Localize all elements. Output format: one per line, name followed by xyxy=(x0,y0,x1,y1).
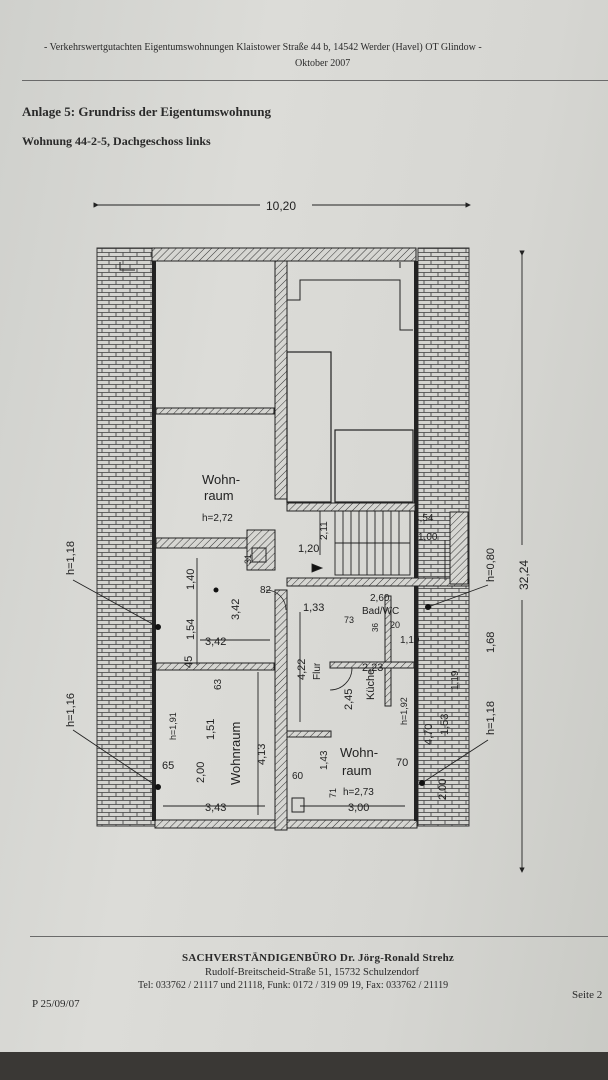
dim-63: 63 xyxy=(213,678,224,690)
footer-contact: Tel: 033762 / 21117 und 21118, Funk: 017… xyxy=(138,980,449,991)
dim-h116-left: h=1,16 xyxy=(65,693,77,727)
dim-36: 36 xyxy=(371,623,380,632)
dim-45: 45 xyxy=(183,656,195,668)
dim-total-width: 10,20 xyxy=(266,199,296,213)
wall-top xyxy=(151,247,417,262)
dim-200l: 2,00 xyxy=(195,762,207,783)
dim-154: 1,54 xyxy=(185,619,197,640)
unit-title: Wohnung 44-2-5, Dachgeschoss links xyxy=(22,134,211,148)
dim-245: 2,45 xyxy=(343,689,355,710)
dim-82: 82 xyxy=(260,585,272,596)
attic-box-1 xyxy=(286,351,332,503)
dim-200r: 2,00 xyxy=(437,779,449,800)
chimney xyxy=(291,797,305,813)
wall-upper-band xyxy=(155,407,275,415)
header-title: - Verkehrswertgutachten Eigentumswohnung… xyxy=(44,42,482,53)
wall-center-upper xyxy=(274,260,288,500)
dim-73: 73 xyxy=(344,615,354,625)
dim-h080-right: h=0,80 xyxy=(485,548,497,582)
wall-stair-top xyxy=(286,502,416,512)
dim-151: 1,51 xyxy=(205,719,217,740)
dim-20: 20 xyxy=(390,620,400,630)
wall-right xyxy=(414,261,418,821)
dim-h118-right: h=1,18 xyxy=(485,701,497,735)
annex-title: Anlage 5: Grundriss der Eigentumswohnung xyxy=(22,104,271,119)
dim-422: 4,22 xyxy=(296,659,308,680)
wall-stair-bottom xyxy=(286,577,470,587)
dim-342h: 3,42 xyxy=(205,636,226,648)
room-wohnraum-right-2: raum xyxy=(342,763,372,778)
wall-kitchen-right xyxy=(384,595,392,707)
room-wohnraum-top-1: Wohn- xyxy=(202,472,240,487)
dim-140: 1,40 xyxy=(185,569,197,590)
header-rule xyxy=(22,80,608,81)
dim-70: 70 xyxy=(396,757,408,769)
dim-413: 4,13 xyxy=(256,744,268,765)
dim-120: 1,20 xyxy=(298,543,319,555)
dim-454: 4,54 xyxy=(414,513,434,524)
dim-h192: h=1,92 xyxy=(399,697,409,725)
dim-100: 1,00 xyxy=(418,532,438,543)
dim-60: 60 xyxy=(292,771,304,782)
dim-119: 1,19 xyxy=(450,670,461,690)
dim-71: 71 xyxy=(328,788,338,798)
staircase xyxy=(311,510,411,576)
dim-223: 2,23 xyxy=(362,662,383,674)
dim-133: 1,33 xyxy=(303,602,324,614)
wall-center-lower xyxy=(274,589,288,831)
footer-page-number: Seite 2 xyxy=(572,989,603,1001)
floor-plan: Wohn- raum h=2,72 Wohnraum Flur Küche Ba… xyxy=(65,199,531,873)
room-wohnraum-left: Wohnraum xyxy=(228,722,243,785)
dim-300: 3,00 xyxy=(348,802,369,814)
wall-room-right-top xyxy=(329,661,415,669)
room-wohnraum-right-height: h=2,73 xyxy=(343,787,374,798)
background-surface xyxy=(0,1052,608,1080)
wall-mid-left xyxy=(155,662,275,671)
footer-rule xyxy=(30,936,608,937)
dim-260: 2,60 xyxy=(370,593,390,604)
roof-slope-left xyxy=(96,247,156,827)
attic-box-2 xyxy=(334,429,414,503)
room-wohnraum-top-2: raum xyxy=(204,488,234,503)
dim-65: 65 xyxy=(162,760,174,772)
footer-address: Rudolf-Breitscheid-Straße 51, 15732 Schu… xyxy=(205,967,420,978)
dim-343: 3,43 xyxy=(205,802,226,814)
room-kueche: Küche xyxy=(365,669,377,700)
footer-reference: P 25/09/07 xyxy=(32,998,80,1010)
footer-office: SACHVERSTÄNDIGENBÜRO Dr. Jörg-Ronald Str… xyxy=(182,952,455,964)
dim-342v: 3,42 xyxy=(230,599,242,620)
dim-31: 31 xyxy=(243,554,253,564)
dim-h118-left: h=1,18 xyxy=(65,541,77,575)
dim-168: 1,68 xyxy=(485,632,497,653)
dim-h191: h=1,91 xyxy=(168,712,178,740)
attic-outline xyxy=(286,261,413,331)
dim-211: 2,11 xyxy=(319,521,330,540)
wall-flur-lower xyxy=(286,730,332,738)
room-bad: Bad/WC xyxy=(362,606,399,617)
dim-470: 4,70 xyxy=(423,724,435,745)
dim-153: 1,53 xyxy=(439,714,451,735)
room-wohnraum-right-1: Wohn- xyxy=(340,745,378,760)
wall-chimney-right xyxy=(449,511,469,585)
room-wohnraum-top-height: h=2,72 xyxy=(202,513,233,524)
dim-143: 1,43 xyxy=(319,750,330,770)
room-flur: Flur xyxy=(312,662,323,680)
header-date: Oktober 2007 xyxy=(295,58,351,69)
wall-left xyxy=(152,261,156,821)
dim-110: 1,10 xyxy=(400,635,420,646)
dim-total-length: 32,24 xyxy=(517,560,531,590)
